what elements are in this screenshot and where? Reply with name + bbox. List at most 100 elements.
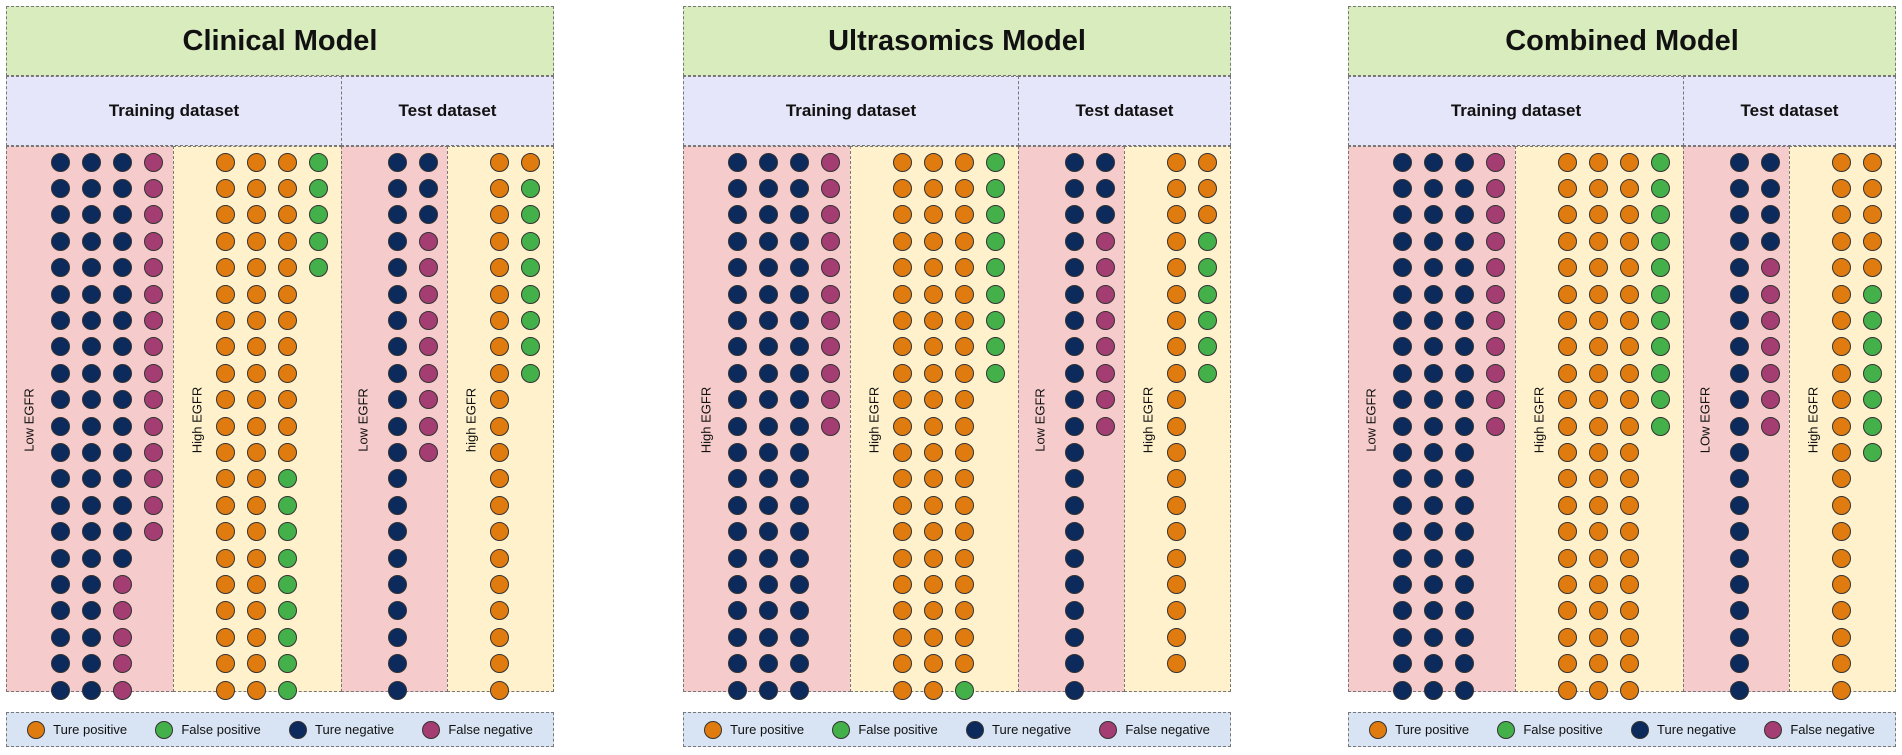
training-low-egfr-group: Low EGFR [6,146,174,700]
green-dot-icon [155,720,174,739]
true-positive-dot [1588,654,1608,674]
false-negative-dot [143,522,163,542]
false-negative-dot [418,337,438,357]
true-positive-dot [1557,627,1577,647]
true-positive-dot [1831,495,1851,515]
true-negative-dot [81,627,101,647]
true-positive-dot [1619,442,1639,462]
true-positive-dot [892,258,912,278]
true-positive-dot [954,627,974,647]
true-positive-dot [923,548,943,568]
true-negative-dot [1454,574,1474,594]
test-low-egfr-group: Low EGFR [1018,146,1125,700]
true-positive-dot [1557,363,1577,383]
group-label: Low EGFR [1363,388,1379,452]
legend: Ture positive False positive Ture negati… [6,712,554,747]
false-negative-dot [112,601,132,621]
true-positive-dot [489,495,509,515]
true-negative-dot [758,680,778,700]
true-positive-dot [892,654,912,674]
true-negative-dot [112,548,132,568]
group-label: High EGFR [189,386,205,454]
true-positive-dot [892,337,912,357]
test-low-egfr-group: LOw EGFR [1683,146,1790,700]
false-negative-dot [1760,284,1780,304]
true-positive-dot [1557,284,1577,304]
true-positive-dot [489,152,509,172]
true-negative-dot [1392,363,1412,383]
false-negative-dot [143,416,163,436]
true-negative-dot [727,310,747,330]
true-negative-dot [727,680,747,700]
true-positive-dot [1862,152,1882,172]
true-positive-dot [1166,390,1186,410]
green-dot-icon [832,720,851,739]
false-positive-dot [308,152,328,172]
legend-item-true-negative: Ture negative [966,720,1071,739]
true-positive-dot [892,469,912,489]
true-positive-dot [489,469,509,489]
true-positive-dot [246,574,266,594]
dataset-header: Training dataset Test dataset [683,76,1231,146]
true-negative-dot [81,416,101,436]
true-negative-dot [1454,310,1474,330]
true-negative-dot [1423,416,1443,436]
true-negative-dot [727,152,747,172]
true-negative-dot [1423,548,1443,568]
true-positive-dot [277,152,297,172]
true-positive-dot [923,258,943,278]
true-negative-dot [418,152,438,172]
true-positive-dot [246,390,266,410]
true-negative-dot [50,548,70,568]
true-positive-dot [1197,205,1217,225]
false-negative-dot [1095,258,1115,278]
legend-item-true-positive: Ture positive [1369,720,1470,739]
true-positive-dot [277,363,297,383]
true-positive-dot [954,390,974,410]
false-positive-dot [520,310,540,330]
true-positive-dot [892,601,912,621]
false-positive-dot [1650,390,1670,410]
true-negative-dot [112,205,132,225]
true-positive-dot [246,469,266,489]
true-positive-dot [1588,495,1608,515]
true-positive-dot [892,627,912,647]
group-label: Low EGFR [355,388,371,452]
true-positive-dot [1619,548,1639,568]
true-positive-dot [1557,205,1577,225]
true-positive-dot [954,258,974,278]
true-negative-dot [1454,469,1474,489]
true-negative-dot [387,654,407,674]
true-positive-dot [246,258,266,278]
test-high-egfr-group: High EGFR [1789,146,1896,700]
false-negative-dot [820,231,840,251]
true-negative-dot [789,363,809,383]
false-negative-dot [143,495,163,515]
false-negative-dot [418,258,438,278]
true-positive-dot [215,654,235,674]
true-positive-dot [1166,363,1186,383]
true-positive-dot [923,495,943,515]
true-positive-dot [892,152,912,172]
true-positive-dot [1166,522,1186,542]
false-negative-dot [820,152,840,172]
true-negative-dot [1729,627,1749,647]
true-negative-dot [727,601,747,621]
false-positive-dot [1650,178,1670,198]
true-positive-dot [489,363,509,383]
true-positive-dot [1588,363,1608,383]
legend-label: Ture negative [315,722,395,737]
true-positive-dot [1831,337,1851,357]
legend-label: Ture positive [1395,722,1470,737]
true-positive-dot [1619,205,1639,225]
true-negative-dot [81,469,101,489]
true-positive-dot [954,416,974,436]
orange-dot-icon [27,720,46,739]
true-positive-dot [246,601,266,621]
false-positive-dot [1862,337,1882,357]
true-positive-dot [892,231,912,251]
true-negative-dot [1064,416,1084,436]
true-negative-dot [758,205,778,225]
true-negative-dot [1729,231,1749,251]
true-negative-dot [387,178,407,198]
